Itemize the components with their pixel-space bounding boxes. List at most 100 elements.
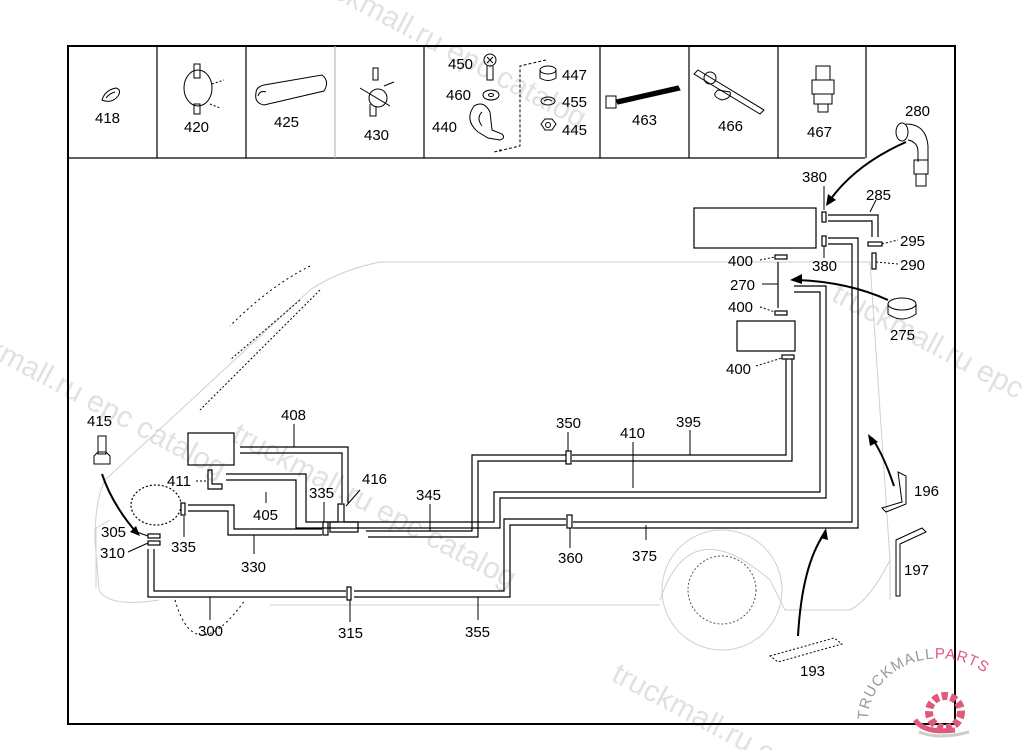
part-label-400: 400 (728, 253, 753, 270)
p-clamp-icon (469, 103, 505, 141)
watermark: truckmall.ru epc catalog (0, 307, 232, 485)
hex-nut-icon (540, 118, 557, 131)
header-cell-dividers (156, 46, 867, 158)
part-label-290: 290 (900, 257, 925, 274)
part-label-360: 360 (558, 550, 583, 567)
connector-360 (566, 514, 573, 529)
part-label-196: 196 (914, 483, 939, 500)
pipe-upper-route (226, 285, 827, 529)
part-label-300: 300 (198, 623, 223, 640)
pipe-285 (828, 214, 879, 237)
part-label-410: 410 (620, 425, 645, 442)
connector-380a (821, 211, 827, 223)
screw-icon (483, 53, 497, 81)
pipe-330 (188, 504, 322, 536)
svg-text:TRUCKMALLPARTS: TRUCKMALLPARTS (855, 645, 993, 720)
part-label-425: 425 (274, 114, 299, 131)
part-label-380: 380 (802, 169, 827, 186)
connector-400b (774, 310, 788, 316)
part-label-463: 463 (632, 112, 657, 129)
part-label-400: 400 (728, 299, 753, 316)
connector-400c (781, 354, 795, 360)
pipe-395 (572, 359, 793, 462)
edge-protector-icon (255, 74, 328, 106)
silencer-icon (887, 297, 917, 320)
pressure-switch-icon (811, 65, 835, 113)
tie-holder-icon (693, 69, 765, 115)
connector-305 (147, 533, 161, 539)
part-label-405: 405 (253, 507, 278, 524)
part-label-350: 350 (556, 415, 581, 432)
air-tank-secondary (736, 320, 796, 352)
washer-icon (482, 89, 500, 101)
spring-nut-icon (540, 96, 556, 106)
part-label-375: 375 (632, 548, 657, 565)
pipe-375 (354, 518, 566, 598)
plate-193-icon (768, 637, 844, 663)
connector-335a (180, 502, 186, 516)
arrow-275 (797, 279, 889, 301)
group-bracket (493, 59, 547, 153)
part-label-193: 193 (800, 663, 825, 680)
part-label-445: 445 (562, 122, 587, 139)
part-label-430: 430 (364, 127, 389, 144)
part-label-310: 310 (100, 545, 125, 562)
leaders (127, 186, 899, 622)
brand-text-accent: PARTS (935, 645, 993, 676)
header-labels: 418 420 425 430 450 460 440 447 455 445 … (95, 56, 832, 144)
connector-380b (821, 235, 827, 247)
part-label-335: 335 (171, 539, 196, 556)
pipe-345 (366, 454, 566, 538)
loose-parts (93, 122, 929, 663)
pipe-clamp-icon (183, 63, 225, 115)
gear-icon (912, 692, 970, 738)
part-label-315: 315 (338, 625, 363, 642)
part-label-416: 416 (362, 471, 387, 488)
part-label-467: 467 (807, 124, 832, 141)
part-label-380: 380 (812, 258, 837, 275)
part-label-305: 305 (101, 524, 126, 541)
connector-350 (565, 450, 572, 465)
connector-310 (147, 540, 161, 546)
pipe-408 (240, 446, 349, 503)
watermark: truckmall.ru epc (827, 277, 1024, 406)
connector-290 (871, 252, 877, 270)
connector-295 (867, 241, 883, 247)
part-label-295: 295 (900, 233, 925, 250)
connector-315 (346, 586, 352, 601)
cable-clip-icon (359, 67, 395, 117)
arrow-415 (101, 473, 137, 533)
bolt-icon (93, 435, 111, 465)
truck-outline (94, 261, 891, 651)
diagram-frame (67, 45, 956, 725)
watermark: truckmall.ru epc catalog (297, 0, 592, 135)
part-label-411: 411 (167, 473, 191, 490)
brand-text-dark: TRUCKMALL (855, 646, 936, 721)
part-label-197: 197 (904, 562, 929, 579)
part-label-466: 466 (718, 118, 743, 135)
brake-chamber (130, 484, 182, 526)
part-label-418: 418 (95, 110, 120, 127)
arrow-280 (829, 141, 907, 201)
part-label-455: 455 (562, 94, 587, 111)
elbow-411 (207, 469, 223, 490)
pipe-380-route (573, 237, 859, 529)
bracket-196-icon (881, 471, 907, 513)
part-label-395: 395 (676, 414, 701, 431)
nut-icon (539, 65, 557, 81)
diagram-labels: 280 380 285 295 380 290 400 270 400 275 … (87, 103, 939, 680)
header-parts (101, 53, 835, 153)
bracket-197-icon (895, 527, 927, 597)
pipe-300 (147, 549, 346, 598)
part-label-440: 440 (432, 119, 457, 136)
part-label-355: 355 (465, 624, 490, 641)
part-label-345: 345 (416, 487, 441, 504)
part-label-400: 400 (726, 361, 751, 378)
part-label-285: 285 (866, 187, 891, 204)
arrowheads (130, 194, 878, 540)
air-tank-main (693, 207, 817, 249)
part-label-335: 335 (309, 485, 334, 502)
grommet-icon (101, 87, 121, 102)
